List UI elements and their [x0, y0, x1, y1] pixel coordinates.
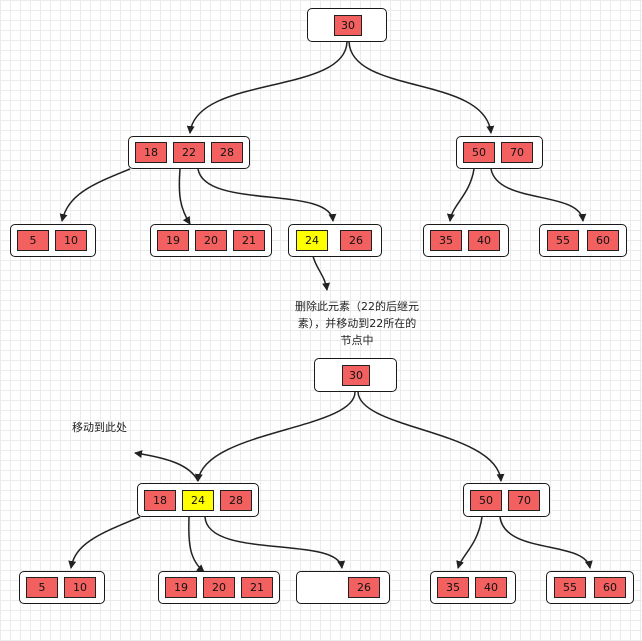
after-leaf-5: 55 60 [546, 571, 634, 604]
before-leaf-5: 55 60 [539, 224, 627, 257]
edge-right2-leaf1 [456, 516, 483, 569]
before-right-internal-key-2: 70 [501, 142, 533, 163]
before-left-internal-key-1: 18 [135, 142, 167, 163]
before-leaf-4-key-1: 35 [430, 230, 462, 251]
before-root-key-1: 30 [334, 15, 362, 36]
after-right-internal-key-2: 70 [508, 490, 540, 511]
before-leaf-5-key-1: 55 [547, 230, 579, 251]
after-root-node: 30 [314, 358, 397, 392]
edge-right2-leaf2 [499, 516, 593, 569]
after-left-internal-key-2: 24 [182, 490, 214, 511]
before-left-internal-key-2: 22 [173, 142, 205, 163]
before-right-internal-node: 50 70 [456, 136, 543, 169]
edge-root2-left [194, 391, 356, 482]
after-leaf-1: 5 10 [19, 571, 105, 604]
before-leaf-1: 5 10 [10, 224, 96, 257]
before-leaf-4: 35 40 [423, 224, 509, 257]
after-leaf-1-key-1: 5 [26, 577, 58, 598]
after-right-internal-key-1: 50 [470, 490, 502, 511]
before-leaf-2-key-2: 20 [195, 230, 227, 251]
after-leaf-2: 19 20 21 [158, 571, 280, 604]
before-leaf-1-key-1: 5 [17, 230, 49, 251]
after-leaf-3: 26 [296, 571, 390, 604]
edge-root-right [348, 41, 495, 134]
after-leaf-2-key-3: 21 [241, 577, 273, 598]
edge-right-leaf2 [490, 168, 587, 222]
edge-root2-right [357, 391, 505, 482]
before-leaf-5-key-2: 60 [587, 230, 619, 251]
before-leaf-2-key-3: 21 [233, 230, 265, 251]
after-leaf-2-key-2: 20 [203, 577, 235, 598]
before-left-internal-key-3: 28 [211, 142, 243, 163]
before-leaf-3-key-2: 26 [340, 230, 372, 251]
after-leaf-4-key-1: 35 [437, 577, 469, 598]
after-leaf-3-key-1: 26 [348, 577, 380, 598]
before-leaf-1-key-2: 10 [55, 230, 87, 251]
before-left-internal-node: 18 22 28 [128, 136, 250, 169]
edge-left2-leaf1 [68, 516, 141, 569]
before-leaf-3: 24 26 [288, 224, 382, 257]
before-leaf-3-key-1: 24 [296, 230, 328, 251]
edge-right-leaf1 [446, 168, 475, 222]
before-right-internal-key-1: 50 [463, 142, 495, 163]
after-leaf-5-key-1: 55 [554, 577, 586, 598]
edge-left-leaf3 [197, 168, 337, 222]
edge-delete-note [311, 251, 331, 291]
edge-left-leaf2 [178, 168, 191, 225]
before-leaf-2: 19 20 21 [150, 224, 272, 257]
after-left-internal-node: 18 24 28 [137, 483, 259, 517]
after-left-internal-key-1: 18 [144, 490, 176, 511]
delete-annotation: 删除此元素（22的后继元 素），并移动到22所在的 节点中 [282, 298, 432, 349]
before-leaf-2-key-1: 19 [157, 230, 189, 251]
edge-root-left [186, 41, 348, 134]
edge-left-leaf1 [59, 168, 131, 222]
edge-move-note [134, 450, 199, 482]
after-leaf-1-key-2: 10 [64, 577, 96, 598]
move-annotation: 移动到此处 [72, 421, 127, 434]
after-right-internal-node: 50 70 [463, 483, 550, 517]
delete-annotation-line-2: 素），并移动到22所在的 [297, 317, 417, 330]
delete-annotation-line-1: 删除此元素（22的后继元 [295, 300, 419, 313]
before-root-node: 30 [307, 8, 387, 42]
before-leaf-4-key-2: 40 [468, 230, 500, 251]
edge-left2-leaf2 [188, 516, 205, 573]
delete-annotation-line-3: 节点中 [340, 334, 374, 347]
after-leaf-4: 35 40 [430, 571, 516, 604]
after-root-key-1: 30 [342, 365, 370, 386]
after-leaf-5-key-2: 60 [594, 577, 626, 598]
edge-left2-leaf3 [204, 516, 346, 569]
after-leaf-2-key-1: 19 [165, 577, 197, 598]
after-left-internal-key-3: 28 [220, 490, 252, 511]
after-leaf-4-key-2: 40 [475, 577, 507, 598]
